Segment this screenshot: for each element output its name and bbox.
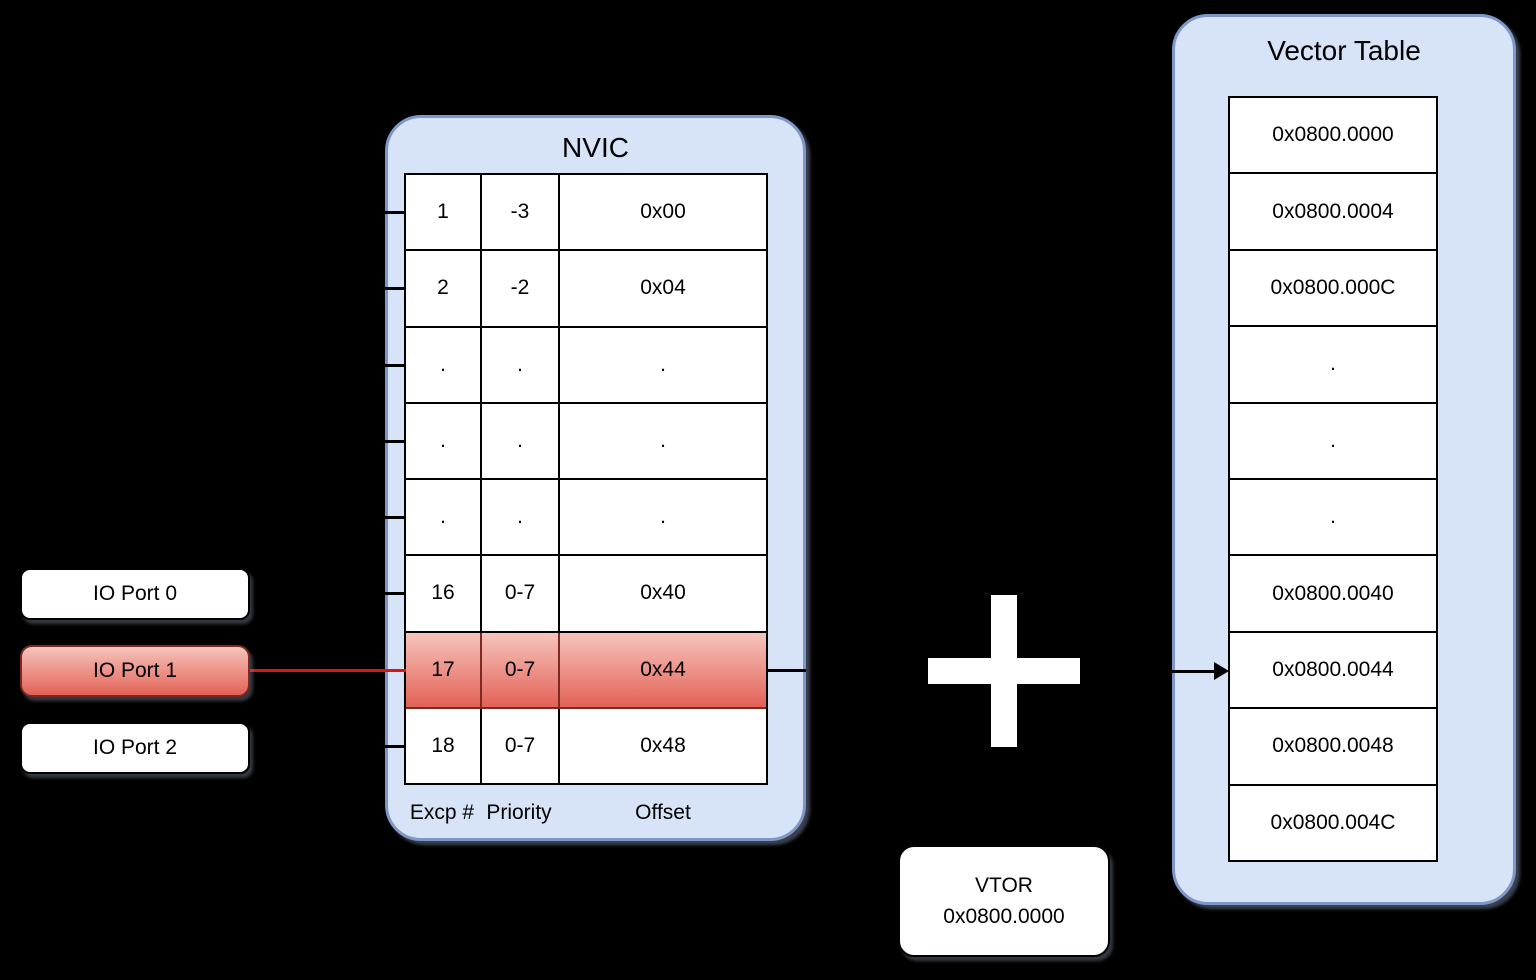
vtor-box[interactable]: VTOR 0x0800.0000: [898, 845, 1110, 957]
io-port-label: IO Port 1: [92, 659, 178, 682]
vector-address-cell: 0x0800.0004: [1272, 199, 1394, 223]
vector-address-cell: 0x0800.0000: [1272, 123, 1394, 147]
nvic-cell-excp: 17: [406, 632, 482, 707]
vector-address-cell: 0x0800.0044: [1272, 658, 1394, 682]
vector-table-title: Vector Table: [1267, 35, 1421, 66]
io-port-box[interactable]: IO Port 2: [20, 722, 250, 774]
vector-address-cell: .: [1330, 505, 1336, 529]
nvic-cell-priority: -3: [482, 175, 560, 250]
vector-address-cell: 0x0800.000C: [1270, 276, 1396, 300]
nvic-table-row[interactable]: . . .: [383, 403, 766, 480]
nvic-cell-excp: .: [406, 403, 482, 478]
io-ports: IO Port 0 IO Port 1 IO Port 2: [20, 568, 250, 774]
vector-table-row[interactable]: 0x0800.0004: [1230, 174, 1436, 251]
arrow-head: [1214, 662, 1229, 680]
io-port-label: IO Port 2: [92, 736, 178, 759]
vector-address-cell: 0x0800.0040: [1272, 581, 1394, 605]
plus-icon-vertical-bar: [991, 595, 1017, 747]
vtor-value: 0x0800.0000: [943, 905, 1065, 928]
nvic-cell-offset: 0x44: [640, 657, 686, 681]
nvic-cell-offset: 0x00: [640, 200, 686, 224]
nvic-title: NVIC: [562, 132, 629, 163]
nvic-cell-offset: .: [660, 352, 666, 376]
vector-table-row[interactable]: 0x0800.0048: [1230, 709, 1436, 786]
nvic-cell-excp: 18: [406, 708, 482, 783]
io-port-box[interactable]: IO Port 1: [20, 645, 250, 697]
nvic-table-row[interactable]: 16 0-7 0x40: [383, 556, 766, 633]
nvic-cell-priority: .: [482, 327, 560, 402]
nvic-table-row[interactable]: 2 -2 0x04: [383, 251, 766, 328]
vtor-register-name: VTOR: [975, 873, 1033, 897]
vector-address-cell: 0x0800.0048: [1272, 734, 1394, 758]
nvic-table: 1 -3 0x00 2 -2 0x04 . . . . . . . . . 16…: [383, 173, 768, 785]
nvic-cell-priority: 0-7: [482, 632, 560, 707]
arrow-line: [1171, 670, 1216, 673]
vector-address-cell: .: [1330, 352, 1336, 376]
nvic-table-row[interactable]: 18 0-7 0x48: [383, 708, 766, 783]
nvic-row17-output-tick: [768, 669, 806, 672]
io-port1-to-nvic-connector: [250, 669, 406, 672]
nvic-label-priority: Priority: [486, 801, 552, 824]
io-port-label: IO Port 0: [92, 582, 178, 605]
nvic-table-row[interactable]: 17 0-7 0x44: [383, 632, 766, 709]
nvic-cell-offset: 0x04: [640, 276, 686, 300]
nvic-cell-priority: -2: [482, 251, 560, 326]
vector-table-row[interactable]: 0x0800.000C: [1230, 251, 1436, 328]
nvic-cell-priority: 0-7: [482, 708, 560, 783]
vector-table-row[interactable]: 0x0800.0040: [1230, 556, 1436, 633]
vector-address-cell: .: [1330, 428, 1336, 452]
vector-table-row[interactable]: .: [1230, 327, 1436, 404]
vector-table: 0x0800.0000 0x0800.0004 0x0800.000C . . …: [1228, 96, 1438, 862]
nvic-cell-excp: 2: [406, 251, 482, 326]
nvic-cell-offset: 0x48: [640, 733, 686, 757]
nvic-cell-offset: .: [660, 505, 666, 529]
vector-table-row[interactable]: .: [1230, 480, 1436, 557]
vector-table-row[interactable]: 0x0800.0044: [1230, 633, 1436, 710]
vector-table-row[interactable]: .: [1230, 404, 1436, 481]
vector-table-row[interactable]: 0x0800.0000: [1230, 98, 1436, 175]
nvic-label-excp: Excp #: [409, 801, 475, 824]
nvic-cell-priority: .: [482, 403, 560, 478]
nvic-table-row[interactable]: . . .: [383, 480, 766, 557]
nvic-cell-excp: 16: [406, 556, 482, 631]
vector-address-cell: 0x0800.004C: [1270, 810, 1396, 834]
nvic-cell-offset: .: [660, 428, 666, 452]
nvic-cell-excp: .: [406, 480, 482, 555]
io-port-box[interactable]: IO Port 0: [20, 568, 250, 620]
nvic-cell-offset: 0x40: [640, 581, 686, 605]
nvic-cell-priority: .: [482, 480, 560, 555]
nvic-cell-excp: 1: [406, 175, 482, 250]
vector-table-row[interactable]: 0x0800.004C: [1230, 786, 1436, 860]
nvic-table-row[interactable]: . . .: [383, 327, 766, 404]
nvic-cell-excp: .: [406, 327, 482, 402]
nvic-table-row[interactable]: 1 -3 0x00: [383, 175, 766, 252]
nvic-label-offset: Offset: [635, 801, 691, 824]
nvic-cell-priority: 0-7: [482, 556, 560, 631]
nvic-column-labels: Excp # Priority Offset: [404, 801, 768, 825]
